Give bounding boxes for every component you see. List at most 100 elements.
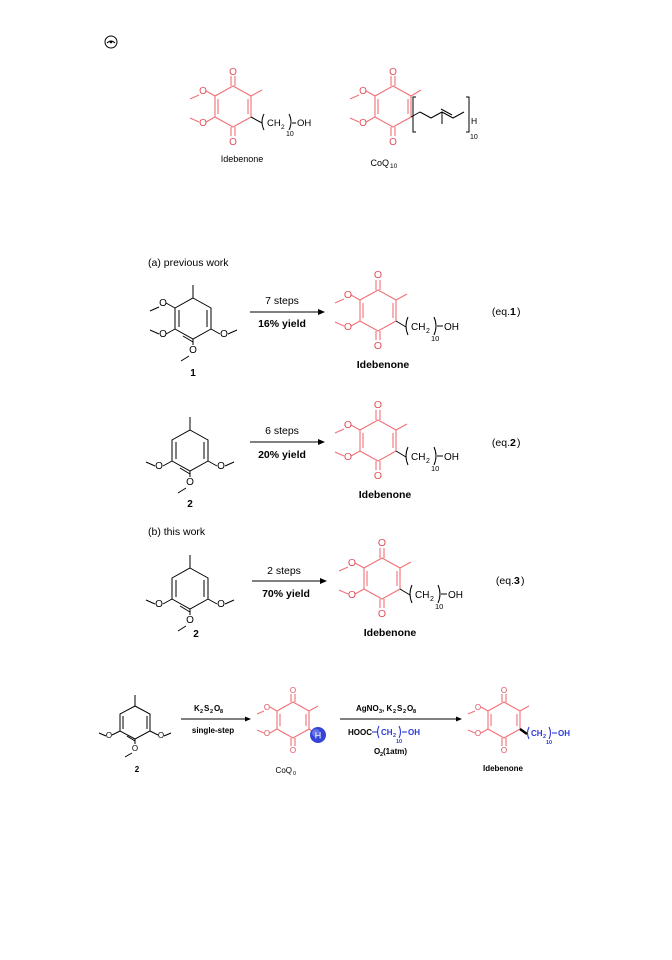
svg-text:): ) bbox=[517, 437, 521, 449]
compound-1-label: 1 bbox=[190, 368, 196, 379]
svg-text:CH: CH bbox=[411, 322, 425, 333]
svg-text:CH: CH bbox=[415, 590, 429, 601]
idebenone-structure-top: O O O O CH 2 10 OH bbox=[189, 67, 311, 148]
svg-text:OH: OH bbox=[444, 452, 459, 463]
svg-text:CH: CH bbox=[531, 729, 543, 738]
svg-text:O: O bbox=[229, 137, 237, 148]
svg-text:S: S bbox=[397, 704, 403, 713]
compound-2-structure-eq3: O O O bbox=[145, 555, 235, 632]
svg-text:HOOC: HOOC bbox=[348, 728, 372, 737]
svg-text:(eq.: (eq. bbox=[492, 437, 510, 449]
svg-text:O: O bbox=[344, 321, 352, 333]
svg-text:3: 3 bbox=[514, 575, 520, 587]
svg-text:O: O bbox=[290, 686, 296, 695]
eq3-yield: 70% yield bbox=[262, 588, 310, 600]
eq3-product-label: Idebenone bbox=[364, 627, 417, 639]
svg-text:O: O bbox=[344, 451, 352, 463]
svg-text:S: S bbox=[204, 704, 210, 713]
svg-text:O: O bbox=[290, 746, 296, 755]
compound-2-structure-eq2: O O O bbox=[145, 417, 235, 494]
svg-text:OH: OH bbox=[444, 322, 459, 333]
svg-text:O: O bbox=[199, 86, 207, 97]
svg-text:O: O bbox=[159, 298, 167, 309]
svg-text:O: O bbox=[199, 118, 207, 129]
svg-text:2: 2 bbox=[510, 437, 516, 449]
svg-text:O: O bbox=[501, 746, 507, 755]
svg-text:O: O bbox=[348, 589, 356, 601]
svg-text:O: O bbox=[501, 686, 507, 695]
svg-text:O: O bbox=[264, 703, 270, 712]
compound-2-label-eq3: 2 bbox=[193, 629, 199, 640]
eq1-product-label: Idebenone bbox=[357, 359, 410, 371]
svg-text:O: O bbox=[264, 729, 270, 738]
svg-text:2: 2 bbox=[426, 458, 430, 465]
svg-text:2: 2 bbox=[403, 709, 406, 715]
svg-text:2: 2 bbox=[380, 752, 383, 758]
h-highlight-circle: H bbox=[310, 727, 326, 743]
svg-text:10: 10 bbox=[431, 334, 439, 343]
chain-label-sub: 2 bbox=[281, 124, 285, 131]
compound-2-label-bottom: 2 bbox=[135, 765, 140, 774]
eq2-product-label: Idebenone bbox=[359, 489, 412, 501]
svg-text:2: 2 bbox=[210, 709, 213, 715]
svg-text:(1atm): (1atm) bbox=[383, 747, 407, 756]
svg-text:2: 2 bbox=[426, 328, 430, 335]
svg-text:O: O bbox=[217, 461, 225, 472]
svg-text:O: O bbox=[214, 704, 220, 713]
svg-text:CoQ: CoQ bbox=[276, 766, 292, 775]
svg-text:2: 2 bbox=[393, 709, 396, 715]
svg-text:O: O bbox=[389, 67, 397, 78]
eq2-yield: 20% yield bbox=[258, 449, 306, 461]
svg-text:O: O bbox=[359, 86, 367, 97]
chain-label-oh: OH bbox=[297, 118, 311, 129]
scheme-b-header: (b) this work bbox=[148, 526, 206, 538]
svg-text:O: O bbox=[374, 399, 382, 411]
acid-reagent-label: HOOC CH 2 10 OH bbox=[348, 725, 420, 745]
svg-text:O: O bbox=[374, 470, 382, 482]
svg-text:0: 0 bbox=[293, 771, 296, 777]
eq2-label: (eq. 2 ) bbox=[492, 437, 521, 449]
svg-text:O: O bbox=[220, 329, 228, 340]
svg-text:2: 2 bbox=[543, 734, 546, 740]
svg-text:O: O bbox=[132, 744, 138, 753]
svg-text:O: O bbox=[475, 703, 481, 712]
eq1-label: (eq. 1 ) bbox=[492, 306, 521, 318]
svg-text:OH: OH bbox=[408, 728, 420, 737]
svg-text:OH: OH bbox=[558, 729, 570, 738]
idebenone-structure-eq2: O O O O CH 2 10 OH bbox=[334, 399, 459, 482]
reagent-1-label: K 2 S 2 O 8 bbox=[194, 704, 223, 715]
svg-text:10: 10 bbox=[396, 739, 402, 745]
svg-text:O: O bbox=[229, 67, 237, 78]
svg-text:O: O bbox=[374, 747, 380, 756]
svg-text:(eq.: (eq. bbox=[496, 575, 514, 587]
svg-text:O: O bbox=[389, 137, 397, 148]
svg-text:K: K bbox=[194, 704, 200, 713]
isoprene-n: 10 bbox=[470, 134, 478, 141]
eq3-steps: 2 steps bbox=[267, 565, 301, 577]
eq1-steps: 7 steps bbox=[265, 295, 299, 307]
reagent-2-label: AgNO 3 , K 2 S 2 O 8 bbox=[356, 704, 416, 715]
svg-text:O: O bbox=[374, 269, 382, 281]
svg-text:O: O bbox=[158, 731, 164, 740]
svg-text:O: O bbox=[348, 557, 356, 569]
svg-text:8: 8 bbox=[413, 709, 416, 715]
svg-text:O: O bbox=[186, 477, 194, 488]
svg-text:O: O bbox=[189, 345, 197, 356]
svg-text:O: O bbox=[344, 419, 352, 431]
svg-text:(eq.: (eq. bbox=[492, 306, 510, 318]
idebenone-structure-eq3: O O O O CH 2 10 OH bbox=[338, 537, 463, 620]
svg-text:O: O bbox=[217, 599, 225, 610]
svg-text:10: 10 bbox=[390, 163, 398, 170]
oxygen-condition-label: O 2 (1atm) bbox=[374, 747, 407, 758]
svg-text:CH: CH bbox=[411, 452, 425, 463]
svg-text:O: O bbox=[374, 340, 382, 352]
svg-text:O: O bbox=[186, 615, 194, 626]
compound-2-structure-bottom: O O O bbox=[98, 695, 172, 758]
idebenone-structure-bottom: O O O O CH 2 10 OH bbox=[467, 686, 570, 755]
eq3-label: (eq. 3 ) bbox=[496, 575, 525, 587]
coq0-structure: O O O O bbox=[256, 686, 319, 755]
svg-text:, K: , K bbox=[382, 704, 392, 713]
svg-text:O: O bbox=[344, 289, 352, 301]
eq2-steps: 6 steps bbox=[265, 425, 299, 437]
